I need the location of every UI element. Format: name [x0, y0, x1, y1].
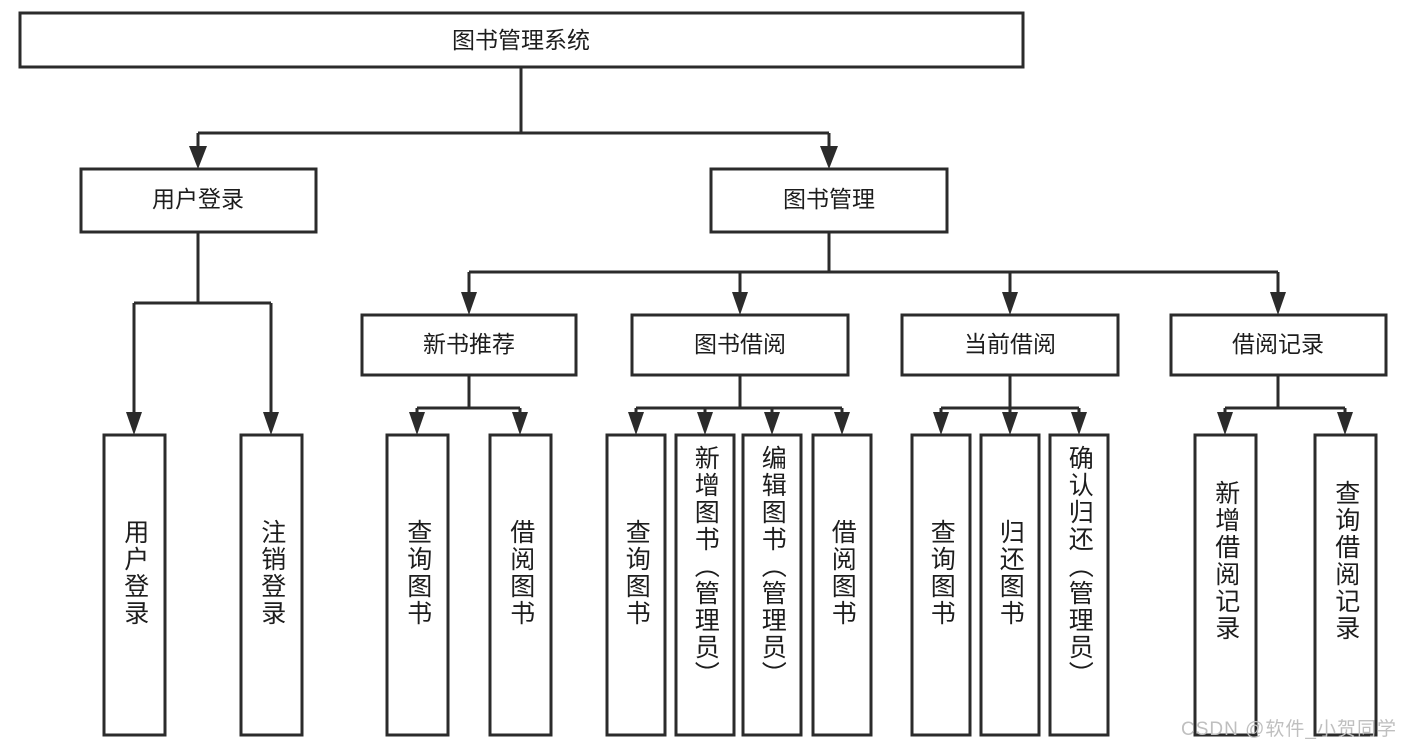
leaf-box-current-1[interactable] [910, 433, 972, 737]
arrowhead-u1 [126, 412, 142, 435]
arrowhead-l3-4 [1270, 292, 1286, 315]
book-management-box[interactable] [709, 167, 949, 234]
leaf-box-current-2[interactable] [979, 433, 1041, 737]
borrow-record-label: 借阅记录 [1232, 331, 1324, 357]
root-box[interactable] [18, 11, 1025, 69]
new-book-recommend-box[interactable] [360, 313, 578, 377]
arrowhead-book-manage [820, 146, 838, 169]
leaf-box-newbook-1[interactable] [385, 433, 450, 737]
current-borrow-label: 当前借阅 [964, 331, 1056, 357]
node-current-borrow[interactable]: 当前借阅 [900, 313, 1120, 377]
arrowhead-b1 [628, 412, 644, 435]
leaf-box-record-1[interactable] [1193, 433, 1258, 737]
leaf-box-borrow-4[interactable] [811, 433, 873, 737]
leaf-box-current-3[interactable] [1048, 433, 1110, 737]
arrowhead-c2 [1002, 412, 1018, 435]
arrowhead-r2 [1337, 412, 1353, 435]
arrowhead-b2 [697, 412, 713, 435]
csdn-watermark: CSDN @软件_小贺同学 [1181, 719, 1397, 740]
user-login-label: 用户登录 [152, 186, 244, 212]
node-book-management[interactable]: 图书管理 [709, 167, 949, 234]
leaf-box-newbook-2[interactable] [488, 433, 553, 737]
current-borrow-box[interactable] [900, 313, 1120, 377]
arrowhead-l3-3 [1002, 292, 1018, 315]
arrowhead-l3-1 [461, 292, 477, 315]
leaf-box-borrow-3[interactable] [741, 433, 803, 737]
leaf-box-record-2[interactable] [1313, 433, 1378, 737]
arrowhead-n1 [409, 412, 425, 435]
node-borrow-record[interactable]: 借阅记录 [1169, 313, 1388, 377]
book-borrow-label: 图书借阅 [694, 331, 786, 357]
node-user-login[interactable]: 用户登录 [79, 167, 318, 234]
root-label: 图书管理系统 [452, 27, 590, 53]
new-book-recommend-label: 新书推荐 [423, 331, 515, 357]
leaf-box-user-login-1[interactable] [102, 433, 167, 737]
node-new-book-recommend[interactable]: 新书推荐 [360, 313, 578, 377]
arrowhead-l3-2 [732, 292, 748, 315]
arrowhead-r1 [1217, 412, 1233, 435]
arrowhead-user-login [189, 146, 207, 169]
node-book-borrow[interactable]: 图书借阅 [630, 313, 850, 377]
leaf-box-layer [102, 433, 1378, 737]
arrowhead-n2 [512, 412, 528, 435]
arrowhead-b3 [764, 412, 780, 435]
arrowhead-b4 [834, 412, 850, 435]
arrowhead-u2 [263, 412, 279, 435]
leaf-box-borrow-2[interactable] [674, 433, 736, 737]
leaf-box-borrow-1[interactable] [605, 433, 667, 737]
user-login-box[interactable] [79, 167, 318, 234]
book-management-label: 图书管理 [783, 186, 875, 212]
borrow-record-box[interactable] [1169, 313, 1388, 377]
leaf-box-user-login-2[interactable] [239, 433, 304, 737]
connector-layer [126, 67, 1353, 435]
node-root[interactable]: 图书管理系统 [18, 11, 1025, 69]
book-borrow-box[interactable] [630, 313, 850, 377]
arrowhead-c3 [1071, 412, 1087, 435]
arrowhead-c1 [933, 412, 949, 435]
